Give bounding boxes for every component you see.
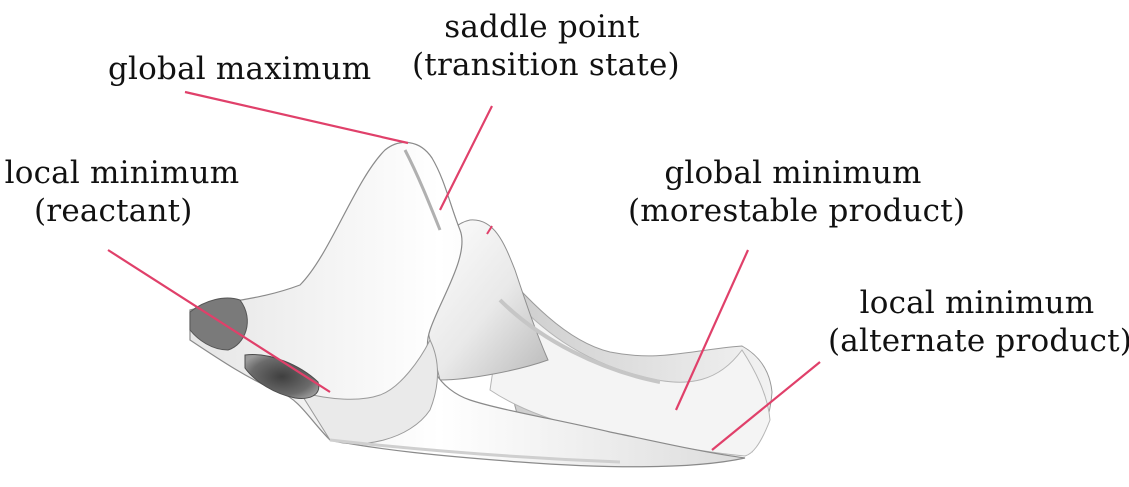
label-global-maximum: global maximum — [108, 50, 371, 88]
label-global-minimum-line2: (morestable product) — [628, 192, 958, 230]
label-local-minimum-alternate-line2: (alternate product) — [828, 322, 1126, 360]
label-saddle-point-line2: (transition state) — [412, 46, 672, 84]
label-local-minimum-alternate: local minimum (alternate product) — [828, 284, 1126, 360]
pointer-saddle-point — [440, 106, 492, 210]
label-local-minimum-reactant-line2: (reactant) — [4, 192, 240, 230]
pointer-global-maximum — [185, 92, 408, 143]
label-saddle-point: saddle point (transition state) — [412, 8, 672, 84]
label-global-maximum-line1: global maximum — [108, 50, 371, 88]
label-saddle-point-line1: saddle point — [412, 8, 672, 46]
label-global-minimum-line1: global minimum — [628, 154, 958, 192]
label-local-minimum-reactant: local minimum (reactant) — [4, 154, 240, 230]
label-global-minimum: global minimum (morestable product) — [628, 154, 958, 230]
label-local-minimum-alternate-line1: local minimum — [828, 284, 1126, 322]
label-local-minimum-reactant-line1: local minimum — [4, 154, 240, 192]
